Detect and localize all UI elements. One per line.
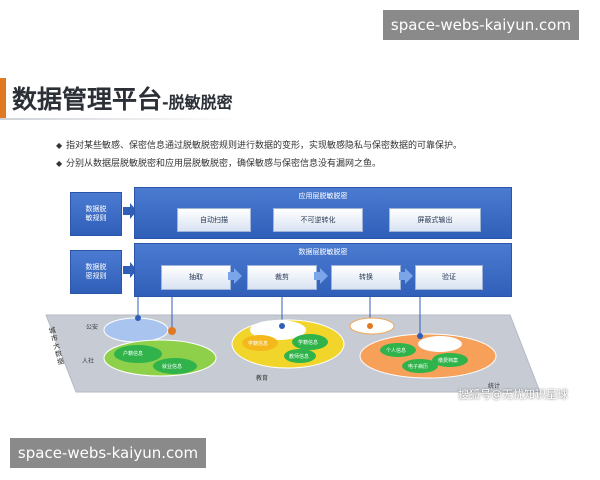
bullet-list: ◆指对某些敏感、保密信息通过脱敏脱密规则进行数据的变形，实现敏感隐私与保密数据的…: [56, 137, 462, 173]
page-title: 数据管理平台-脱敏脱密: [12, 80, 233, 116]
ellipse-label: 电子病历: [408, 364, 429, 370]
step-label: 自动扫描: [200, 216, 228, 224]
title-sub: -脱敏脱密: [162, 93, 233, 112]
bullet-item: ◆分别从数据层脱敏脱密和应用层脱敏脱密，确保敏感与保密信息没有漏网之鱼。: [56, 155, 462, 173]
title-main: 数据管理平台: [12, 85, 163, 114]
ellipse-label-bg: [432, 353, 468, 367]
title-accent-bar: [0, 78, 6, 118]
watermark-bottom: space-webs-kaiyun.com: [10, 438, 206, 468]
step-auto-scan: 自动扫描: [177, 208, 251, 232]
ellipse-label: 缴费档案: [438, 358, 459, 364]
rule-box-desensitize: 数据脱 敏规则: [70, 192, 122, 236]
ellipse-label: 个人信息: [386, 348, 407, 354]
step-label: 验证: [442, 273, 456, 281]
diamond-bullet-icon: ◆: [56, 159, 63, 168]
node-dot: [417, 333, 423, 339]
ellipse-label-bg: [242, 335, 278, 351]
data-layer-panel: 数据层脱敏脱密 抽取 裁剪 转换 验证: [134, 243, 512, 297]
ellipse-label-bg: [292, 334, 328, 350]
step-extract: 抽取: [161, 265, 231, 290]
step-label: 抽取: [189, 273, 203, 281]
step-label: 转换: [359, 273, 373, 281]
step-verify: 验证: [415, 265, 483, 290]
ellipse-label: 户籍信息: [123, 351, 144, 357]
app-layer-panel: 应用层脱敏脱密 自动扫描 不可逆转化 屏蔽式输出: [134, 187, 512, 239]
node-dot: [279, 323, 285, 329]
bullet-item: ◆指对某些敏感、保密信息通过脱敏脱密规则进行数据的变形，实现敏感隐私与保密数据的…: [56, 137, 462, 155]
ellipse-label: 教师信息: [289, 354, 310, 360]
rule-box-decrypt: 数据脱 密规则: [70, 250, 122, 294]
arrow-right-icon: [123, 203, 137, 219]
section-label-public-security: 公安: [86, 324, 99, 331]
step-label: 不可逆转化: [300, 216, 336, 224]
credit-watermark: 搜狐号@无忧知识星球: [458, 388, 568, 401]
bullet-text: 指对某些敏感、保密信息通过脱敏脱密规则进行数据的变形，实现敏感隐私与保密数据的可…: [66, 141, 463, 151]
ellipse-label-bg: [153, 358, 197, 374]
title-underline: [0, 118, 240, 120]
section-label-education: 教育: [256, 375, 269, 382]
arrow-right-icon: [228, 268, 242, 284]
ellipse-public-security: [103, 317, 169, 343]
section-label-hr: 人社: [82, 358, 95, 365]
arrow-right-icon: [123, 262, 137, 278]
step-irreversible: 不可逆转化: [273, 208, 363, 232]
app-layer-title: 应用层脱敏脱密: [298, 192, 348, 200]
arrow-right-icon: [314, 268, 328, 284]
ellipse-label-bg: [380, 343, 416, 357]
rule-box-label: 数据脱 敏规则: [85, 205, 107, 222]
step-label: 屏蔽式输出: [417, 216, 453, 224]
ellipse-education-inner: [250, 320, 306, 340]
node-dot: [168, 327, 176, 335]
watermark-top: space-webs-kaiyun.com: [383, 10, 579, 40]
step-label: 裁剪: [275, 273, 289, 281]
arrow-right-icon: [399, 268, 413, 284]
ellipse-label-bg: [402, 359, 438, 373]
step-masked-output: 屏蔽式输出: [389, 208, 481, 232]
node-dot: [367, 323, 373, 329]
ellipse-label: 学籍信息: [298, 340, 319, 346]
data-layer-title: 数据层脱敏脱密: [298, 248, 348, 256]
ellipse-label-bg: [284, 349, 316, 363]
ellipse-statistics-inner: [418, 336, 462, 352]
section-label-statistics: 统计: [488, 383, 501, 390]
diamond-bullet-icon: ◆: [56, 141, 63, 150]
node-dot: [135, 315, 141, 321]
ellipse-label: 学籍信息: [248, 341, 269, 347]
ellipse-label-bg: [114, 345, 162, 363]
bullet-text: 分别从数据层脱敏脱密和应用层脱敏脱密，确保敏感与保密信息没有漏网之鱼。: [66, 159, 382, 169]
ellipse-label: 就业信息: [162, 364, 183, 370]
rule-box-label: 数据脱 密规则: [85, 263, 107, 280]
step-convert: 转换: [331, 265, 401, 290]
